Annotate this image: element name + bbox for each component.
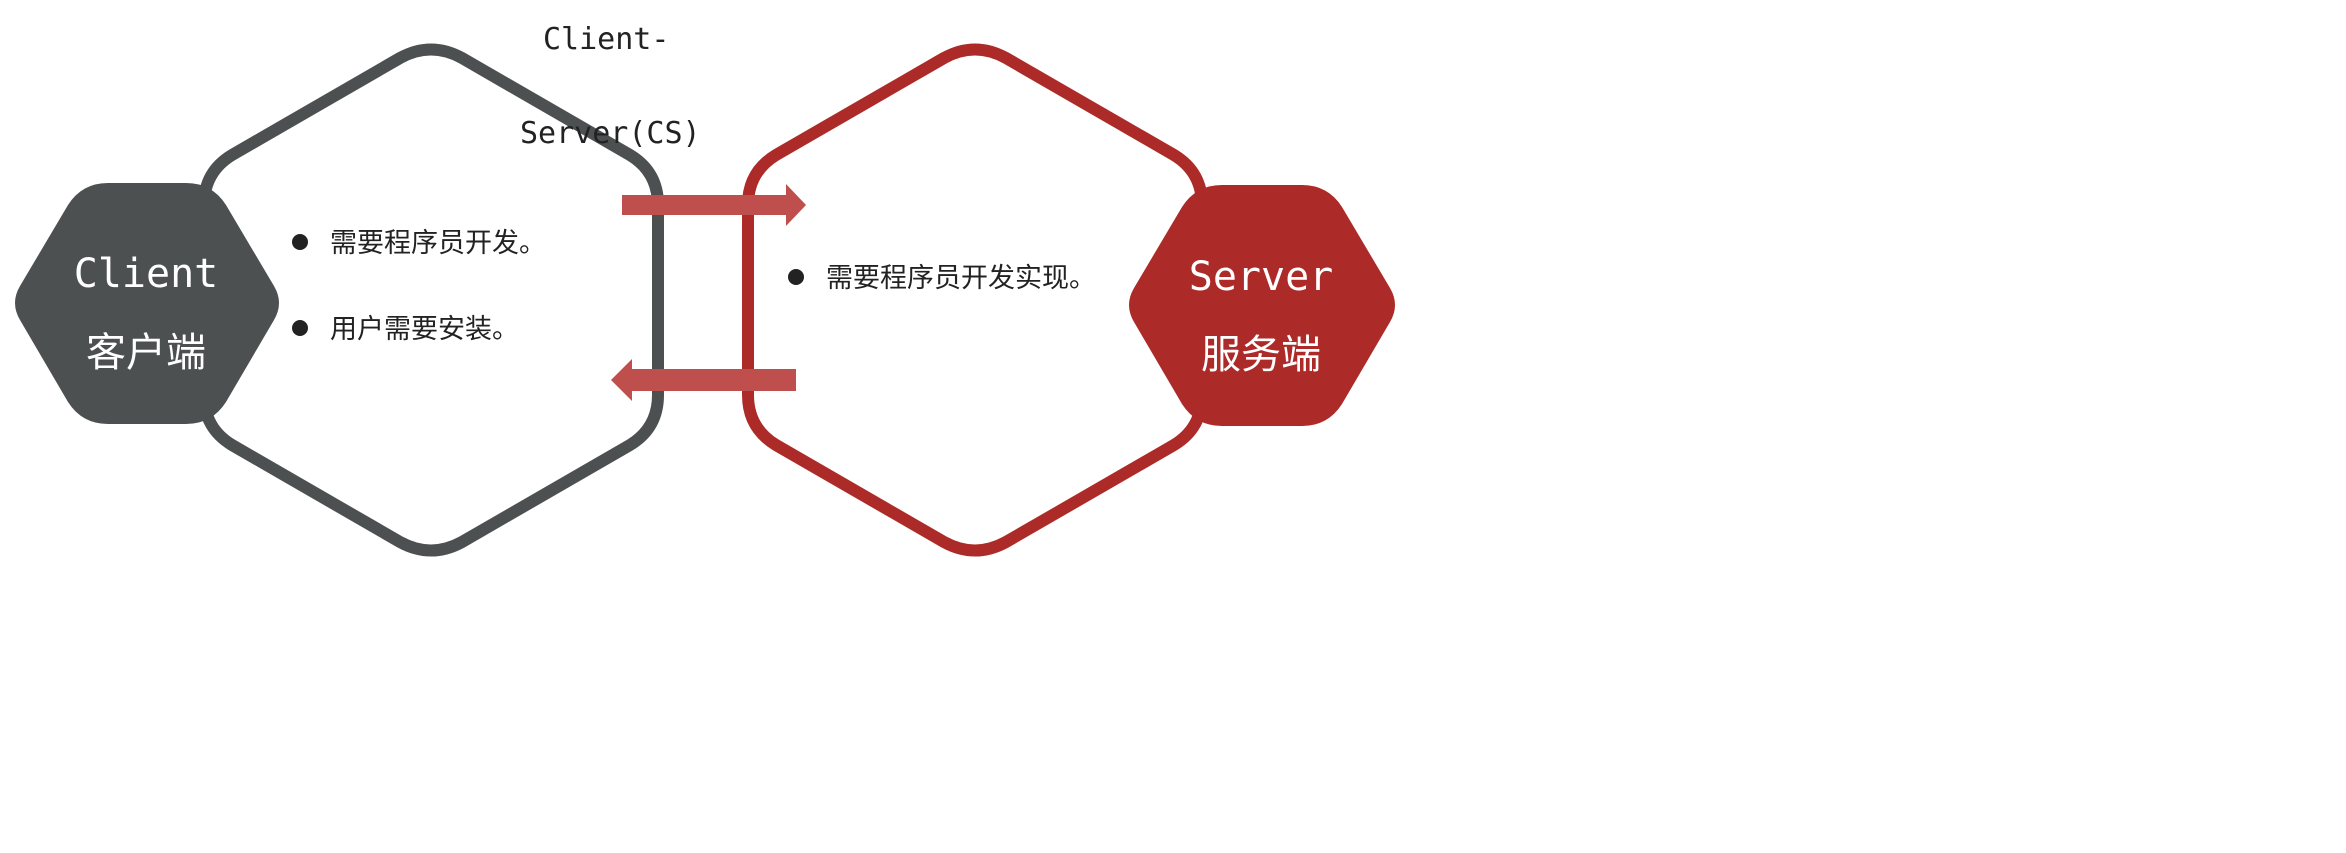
server-large-hexagon [742,43,1208,557]
server-label-zh: 服务端 [1201,332,1321,378]
server-bullet-icon [788,269,804,285]
client-badge-hexagon [15,183,279,424]
arrow-right [622,184,806,226]
client-label-en: Client [74,251,219,297]
server-badge-hexagon [1129,185,1395,426]
client-label-zh: 客户端 [86,330,206,376]
client-bullet-icon [292,320,308,336]
client-item: 用户需要安装。 [330,314,519,345]
arrow-left [611,359,796,401]
client-outline-hexagon [0,62,986,853]
server-item: 需要程序员开发实现。 [826,263,1096,294]
client-bullet-icon [292,234,308,250]
server-label-en: Server [1189,254,1334,300]
diagram-title-line1: Client- [543,22,669,57]
client-item: 需要程序员开发。 [330,228,546,259]
diagram-title-line2: Server(CS) [520,116,701,151]
